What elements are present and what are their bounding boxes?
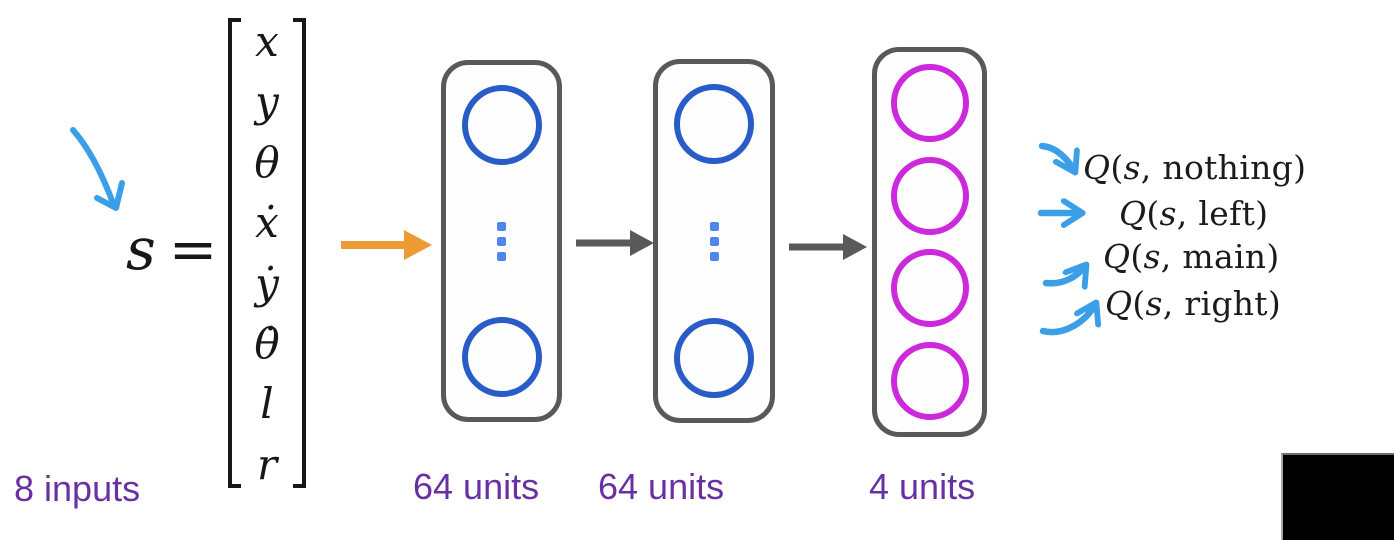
output-neuron-icon [890, 341, 969, 420]
vector-entry: r [256, 439, 278, 489]
output-layer [872, 47, 987, 437]
state-symbol: s [126, 215, 156, 283]
equals-sign: = [168, 215, 218, 283]
vector-entry: x [255, 17, 279, 66]
output-arrow-nothing-icon [1038, 142, 1075, 172]
hidden-layer-1 [441, 60, 562, 422]
q-value-label-right: Q(s, right) [1105, 284, 1282, 323]
q-value-label-nothing: Q(s, nothing) [1083, 148, 1307, 187]
layer1-caption: 64 units [413, 466, 540, 507]
output-neuron-icon [890, 156, 969, 235]
vector-entry: y [255, 77, 279, 127]
vector-entry: ẋ [255, 198, 279, 248]
layer2-to-layer3-arrow-icon [789, 234, 867, 260]
state-vector: x y θ ẋ ẏ θ̇ l r [228, 18, 306, 488]
layer3-caption: 4 units [869, 466, 976, 507]
output-arrow-main-icon [1042, 265, 1086, 283]
layer1-to-layer2-arrow-icon [576, 230, 654, 256]
black-corner-box [1281, 453, 1394, 540]
output-neuron-icon [890, 64, 969, 142]
inputs-caption: 8 inputs [14, 468, 141, 509]
vector-entries: x y θ ẋ ẏ θ̇ l r [241, 18, 293, 488]
output-arrow-right-icon [1039, 303, 1096, 336]
output-neuron-icon [890, 249, 969, 328]
q-value-label-main: Q(s, main) [1103, 237, 1280, 276]
neuron-icon [674, 84, 754, 164]
vector-entry: θ̇ [254, 318, 280, 368]
vector-entry: θ [254, 137, 280, 187]
vector-entry: ẏ [255, 258, 279, 308]
state-equation: s= [126, 220, 217, 278]
neuron-icon [461, 85, 542, 165]
neuron-icon [461, 317, 542, 397]
state-pointer-arrow-icon [70, 127, 125, 211]
layer2-caption: 64 units [598, 466, 725, 507]
hidden-layer-2 [653, 59, 775, 423]
ellipsis-dots-icon [497, 221, 506, 261]
neuron-icon [674, 318, 754, 398]
ellipsis-dots-icon [709, 221, 719, 261]
vector-entry: l [260, 379, 274, 429]
input-arrow-icon [341, 230, 432, 260]
vector-left-bracket [228, 18, 241, 488]
q-value-label-left: Q(s, left) [1119, 194, 1269, 233]
vector-right-bracket [293, 18, 306, 488]
